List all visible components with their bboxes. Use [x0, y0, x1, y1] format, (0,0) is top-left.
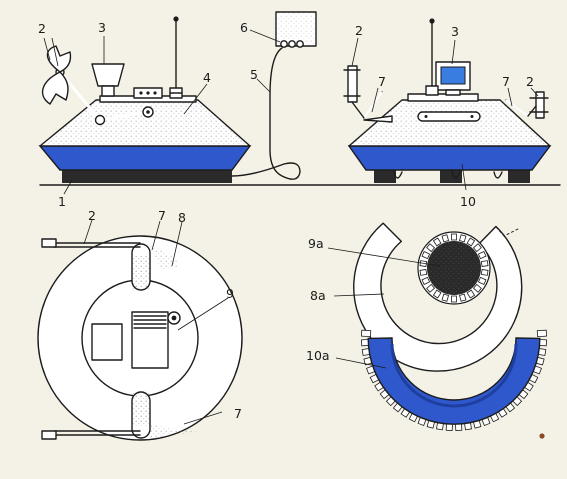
arm-joint-left [94, 114, 106, 126]
skirt-tooth [361, 329, 372, 338]
gear-tooth [466, 237, 476, 247]
label-ring-skirt: 10a [306, 348, 330, 363]
label-cable: 5 [250, 67, 258, 82]
gear-tooth [441, 293, 450, 302]
plan-view [37, 235, 243, 441]
ring-skirt-10a [367, 337, 541, 425]
gear-tooth [458, 293, 467, 302]
label-plan-claw: 2 [88, 208, 96, 223]
blue-skirt-left [38, 145, 252, 171]
label-shell: 4 [203, 70, 211, 85]
label-plan-arm-top: 7 [158, 208, 166, 223]
gear-tooth [441, 234, 450, 243]
gear-tooth [458, 234, 467, 243]
labels: 2 3 4 5 6 3 2 7 7 2 1 10 2 7 8 9 7 9a 8a… [38, 20, 534, 421]
label-ring-gear: 9a [308, 236, 324, 251]
gear-tooth [480, 260, 489, 267]
gear-tooth [477, 251, 487, 260]
skirt-tooth [536, 329, 547, 338]
leader-lines [43, 29, 539, 425]
label-pan-claw-left: 2 [355, 23, 363, 38]
ring-gear-teeth [419, 233, 489, 303]
label-arm-7-right: 7 [502, 74, 510, 89]
label-ring-c: 8a [310, 288, 326, 303]
antenna-tip-right [429, 18, 435, 24]
gear-tooth [451, 295, 457, 303]
label-claw-right: 2 [526, 74, 534, 89]
tv-screen [440, 66, 466, 85]
gear-tooth [477, 276, 487, 285]
plan-box-b [131, 311, 169, 369]
gear-tooth [451, 233, 457, 241]
ring-c-8a [353, 222, 523, 372]
gear-tooth [426, 283, 436, 293]
side-slot [417, 111, 481, 122]
label-plan-hull: 8 [178, 210, 186, 225]
label-control-box: 6 [240, 20, 248, 35]
hopper-neck [101, 85, 115, 97]
tread-left [62, 168, 232, 183]
label-track: 1 [58, 194, 66, 209]
ring-skirt-view [361, 329, 547, 431]
label-skirt: 10 [460, 194, 476, 209]
claw-right [535, 91, 545, 119]
ring-c-view [353, 222, 523, 372]
gear-tooth [480, 269, 489, 276]
claws-left [41, 45, 72, 105]
side-view-right [343, 18, 552, 183]
side-view-left [38, 16, 252, 183]
label-hopper: 3 [98, 20, 106, 35]
shell-shading-left [40, 100, 250, 146]
gear-tooth [421, 251, 431, 260]
cable [231, 47, 301, 180]
gear-tooth [419, 269, 428, 276]
label-plan-arm-bottom: 7 [234, 406, 242, 421]
label-plan-turret: 9 [226, 286, 234, 301]
gear-tooth [426, 243, 436, 253]
label-tv-screen: 3 [451, 24, 459, 39]
gear-tooth [472, 243, 482, 253]
label-arm-7-left: 7 [378, 74, 386, 89]
stray-mark [539, 433, 545, 439]
gear-tooth [432, 289, 442, 299]
gear-tooth [472, 283, 482, 293]
hopper [91, 63, 125, 87]
gear-tooth [432, 237, 442, 247]
antenna-tip-left [173, 16, 179, 22]
gear-tooth [421, 276, 431, 285]
label-claws: 2 [38, 21, 46, 36]
control-unit [231, 11, 317, 180]
plan-box-a [91, 323, 123, 361]
gear-tooth [466, 289, 476, 299]
blue-skirt-right [347, 145, 552, 171]
